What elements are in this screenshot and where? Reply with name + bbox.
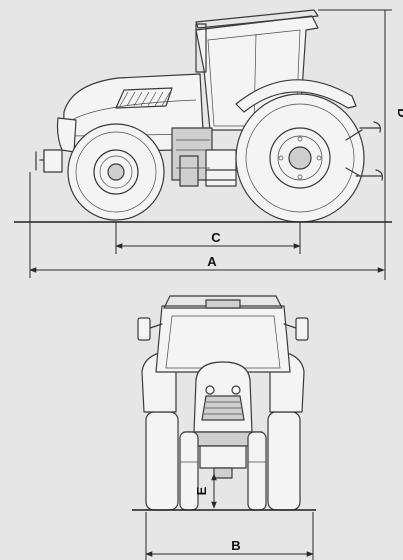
tractor-front-view — [137, 295, 309, 511]
dimension-c — [115, 222, 301, 254]
label-c: C — [211, 230, 221, 245]
dimension-d — [318, 9, 392, 280]
tractor-side-view — [35, 9, 383, 223]
dimension-a — [29, 172, 385, 278]
label-b: B — [231, 538, 240, 553]
label-e: E — [194, 486, 209, 495]
dimension-b — [145, 512, 314, 560]
label-a: A — [207, 254, 217, 269]
label-d: D — [395, 108, 403, 117]
